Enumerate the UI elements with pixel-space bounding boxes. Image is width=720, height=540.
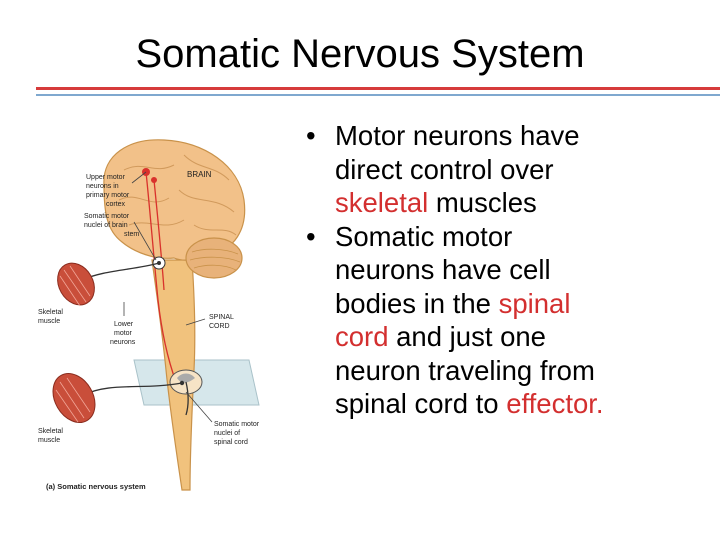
bullet-marker: •: [306, 120, 316, 151]
highlighted-term: cord: [335, 321, 389, 352]
bullet-line: bodies in the spinal: [335, 287, 710, 321]
label-brain: BRAIN: [187, 170, 212, 179]
label-skeletal-muscle-1a: Skeletal: [38, 309, 63, 316]
label-somatic-brain-2: nuclei of brain: [84, 222, 128, 229]
bullet-text: spinal cord to: [335, 388, 507, 419]
motor-pathway: [145, 171, 177, 383]
label-upper-motor-4: cortex: [106, 201, 126, 208]
bullet-line: skeletal muscles: [335, 186, 710, 220]
label-spinal-cord-1: SPINAL: [209, 314, 234, 321]
figure-caption: (a) Somatic nervous system: [46, 482, 146, 491]
title-rule-top: [36, 87, 720, 90]
cerebellum: [185, 237, 243, 279]
bullet-line: Somatic motor: [335, 220, 710, 254]
bullet-text: Motor neurons have: [335, 120, 580, 151]
leader-lines: [123, 171, 213, 423]
upper-motor-neuron-cell-2: [151, 177, 157, 183]
bullet-text: direct control over: [335, 153, 554, 185]
title-rule-bottom: [36, 94, 720, 96]
label-spinal-cord-2: CORD: [209, 323, 230, 330]
label-upper-motor-3: primary motor: [86, 192, 130, 199]
bullet-line: Motor neurons have: [335, 119, 710, 153]
label-skeletal-muscle-2b: muscle: [38, 437, 60, 444]
label-lower-motor-3: neurons: [110, 339, 136, 346]
skeletal-muscle-upper: [57, 262, 95, 307]
skeletal-muscle-lower: [52, 373, 96, 423]
bullet-text: neuron traveling from: [335, 354, 595, 386]
bullet-text: neurons have cell: [335, 254, 551, 285]
label-somatic-brain-3: stem: [124, 231, 139, 238]
bullet-text: and just one: [388, 321, 546, 352]
brain-gyri: [118, 154, 237, 236]
bullet-marker: •: [306, 220, 316, 252]
highlighted-term: spinal: [498, 287, 571, 319]
label-skeletal-muscle-1b: muscle: [38, 318, 60, 325]
bullet-line: neurons have cell: [335, 253, 710, 287]
label-somatic-brain-1: Somatic motor: [84, 213, 130, 220]
bullet-line: direct control over: [335, 153, 710, 187]
somatic-nervous-system-figure: BRAIN Upper motor neurons in primary mot…: [38, 139, 260, 491]
label-lower-motor-1: Lower: [114, 321, 134, 328]
label-spinal-nuclei-1: Somatic motor: [214, 421, 260, 428]
label-spinal-nuclei-3: spinal cord: [214, 439, 248, 446]
bullet-line: spinal cord to effector.: [335, 387, 710, 421]
bullet-line: neuron traveling from: [335, 354, 710, 388]
label-spinal-nuclei-2: nuclei of: [214, 430, 240, 437]
highlighted-term: effector.: [506, 388, 604, 419]
label-upper-motor-2: neurons in: [86, 183, 119, 190]
slide-title: Somatic Nervous System: [135, 32, 585, 76]
bullet-text: bodies in the: [335, 287, 499, 319]
bullet-line: cord and just one: [335, 320, 710, 354]
label-skeletal-muscle-2a: Skeletal: [38, 428, 63, 435]
bullet-text: Somatic motor: [335, 220, 513, 252]
label-upper-motor-1: Upper motor: [86, 174, 126, 181]
bullet-text: muscles: [428, 187, 537, 218]
highlighted-term: skeletal: [335, 187, 429, 218]
label-lower-motor-2: motor: [114, 330, 133, 337]
